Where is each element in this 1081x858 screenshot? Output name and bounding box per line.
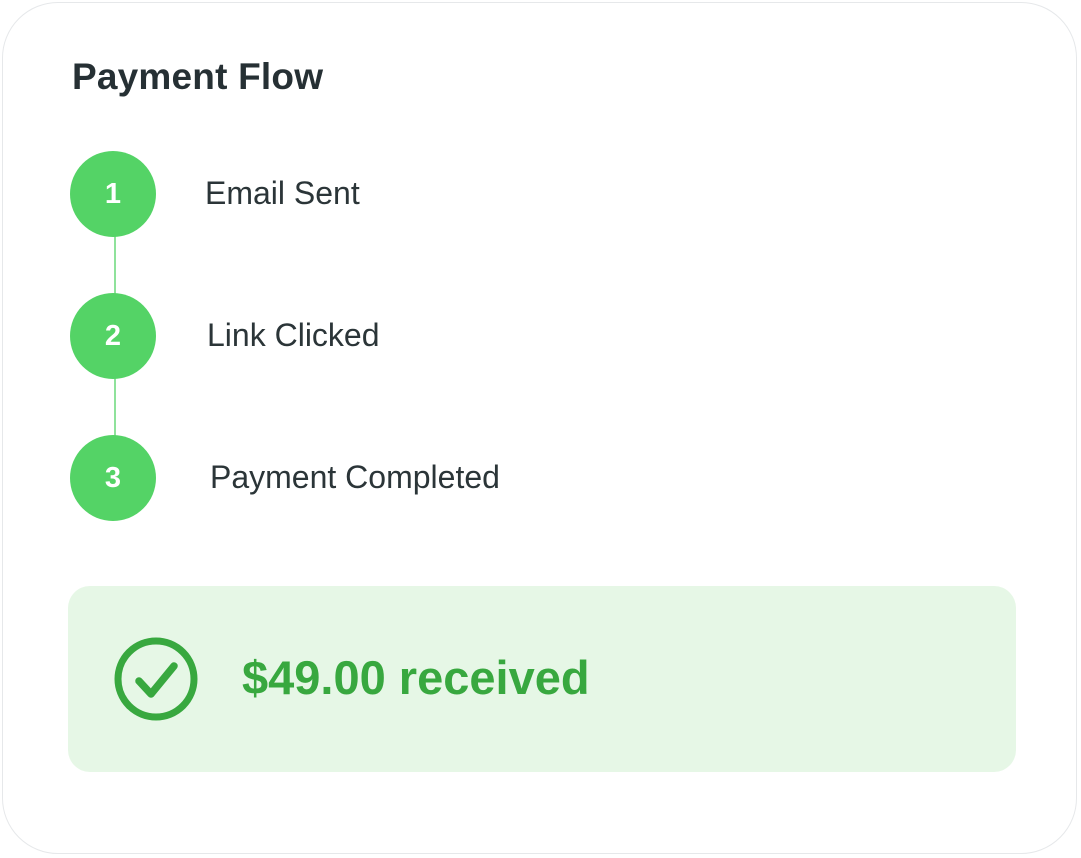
step-label: Email Sent [205, 175, 360, 211]
step-number-badge: 3 [70, 435, 156, 521]
step-connector-1-2 [114, 236, 116, 294]
step-label: Link Clicked [207, 317, 380, 353]
payment-received-banner [68, 586, 1016, 772]
step-number-badge: 1 [70, 151, 156, 237]
amount-received-text: $49.00 received [242, 651, 590, 704]
step-label: Payment Completed [210, 459, 500, 495]
card-title: Payment Flow [72, 56, 324, 97]
step-connector-2-3 [114, 378, 116, 436]
check-circle-icon [114, 637, 198, 721]
step-number-badge: 2 [70, 293, 156, 379]
